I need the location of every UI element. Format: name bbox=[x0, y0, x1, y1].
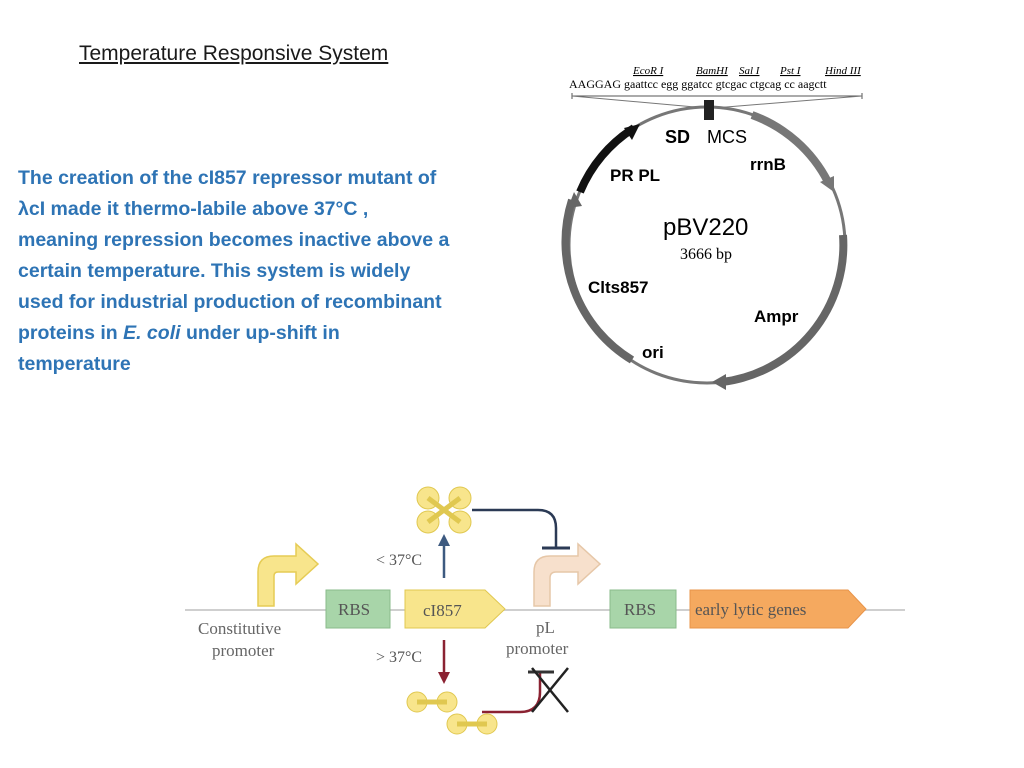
repression-line-active bbox=[472, 508, 558, 548]
ampr-arc bbox=[721, 234, 848, 386]
above-37-label: > 37°C bbox=[376, 649, 422, 666]
prpl-label: PR PL bbox=[610, 166, 660, 185]
rbs2-label: RBS bbox=[624, 600, 656, 619]
site-bamhi: BamHI bbox=[696, 65, 729, 77]
ci857-gene bbox=[404, 589, 506, 629]
prpl-arrowhead bbox=[624, 124, 640, 140]
pl-promoter-arrow bbox=[533, 542, 602, 607]
constitutive-label: Constitutive bbox=[198, 619, 281, 638]
repressor-inactive bbox=[406, 691, 498, 735]
body-paragraph: The creation of the cI857 repressor muta… bbox=[18, 163, 518, 380]
clts-arrowhead bbox=[568, 192, 582, 208]
constitutive-promoter-arrow bbox=[257, 542, 320, 607]
body-line: The creation of the cI857 repressor muta… bbox=[18, 167, 437, 189]
body-line: certain temperature. This system is wide… bbox=[18, 260, 411, 282]
site-hindiii: Hind III bbox=[824, 65, 862, 77]
body-line: temperature bbox=[18, 353, 131, 375]
rrnb-label: rrnB bbox=[750, 155, 786, 174]
body-text-segment: under up-shift in bbox=[180, 322, 340, 344]
ori-label: ori bbox=[642, 343, 664, 362]
body-line: used for industrial production of recomb… bbox=[18, 291, 442, 313]
plasmid-name: pBV220 bbox=[663, 214, 748, 241]
lytic-label: early lytic genes bbox=[695, 600, 806, 619]
plasmid-size: 3666 bp bbox=[680, 246, 732, 263]
pl-promoter-label: promoter bbox=[506, 639, 569, 658]
rbs1-label: RBS bbox=[338, 600, 370, 619]
site-sali: Sal I bbox=[739, 65, 761, 77]
repression-line-blocked bbox=[482, 672, 542, 714]
site-ecori: EcoR I bbox=[632, 65, 665, 77]
pl-label: pL bbox=[536, 618, 555, 637]
rbs2-box bbox=[609, 589, 677, 629]
sd-label: SD bbox=[665, 127, 690, 147]
rrnb-arc bbox=[750, 111, 832, 184]
body-text-segment: proteins in bbox=[18, 322, 124, 344]
mcs-label: MCS bbox=[707, 127, 747, 147]
mcs-sequence: AAGGAG gaattcc egg ggatcc gtcgac ctgcag … bbox=[569, 77, 827, 91]
rrnb-arrowhead bbox=[820, 176, 834, 192]
clts-arc bbox=[561, 198, 635, 364]
early-lytic-genes bbox=[689, 589, 867, 629]
mcs-block bbox=[704, 100, 714, 120]
below-37-label: < 37°C bbox=[376, 552, 422, 569]
ecoli-italic: E. coli bbox=[123, 322, 181, 344]
slide-title: Temperature Responsive System bbox=[79, 42, 389, 65]
body-line: meaning repression becomes inactive abov… bbox=[18, 229, 450, 251]
body-line: proteins in E. coli under up-shift in bbox=[18, 318, 518, 349]
ampr-label: Ampr bbox=[754, 307, 799, 326]
repressor-dimer-active bbox=[416, 486, 472, 534]
ci857-label: cI857 bbox=[423, 601, 462, 620]
ampr-arrowhead bbox=[712, 374, 726, 390]
constitutive-promoter-label: promoter bbox=[212, 641, 275, 660]
site-psti: Pst I bbox=[779, 65, 802, 77]
clts-label: Clts857 bbox=[588, 278, 648, 297]
rbs1-box bbox=[325, 589, 391, 629]
body-line: λcI made it thermo-labile above 37°C , bbox=[18, 198, 369, 220]
